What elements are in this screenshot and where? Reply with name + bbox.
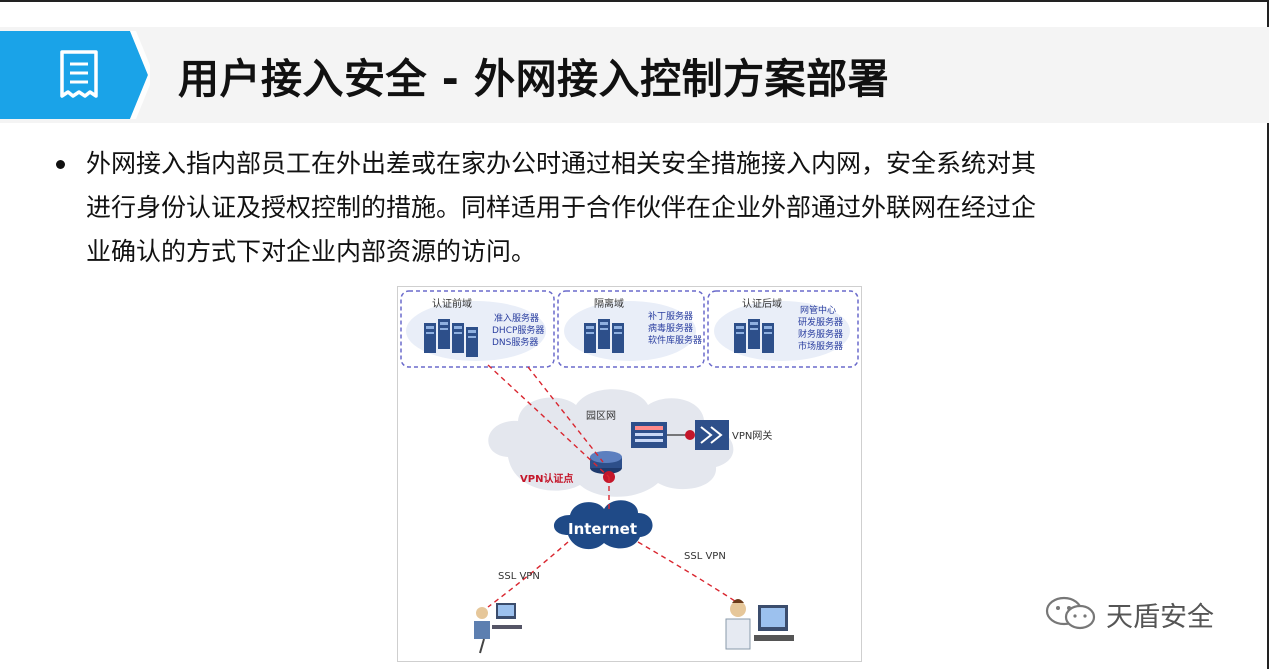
vpn-auth-label: VPN认证点 [520,472,573,485]
zone-label: 隔离域 [594,297,624,310]
watermark-label: 天盾安全 [1106,602,1214,633]
server-label: 财务服务器 [798,328,843,340]
campus-label: 园区网 [586,410,616,422]
server-label: 病毒服务器 [648,322,693,334]
paragraph-line: 进行身份认证及授权控制的措施。同样适用于合作伙伴在企业外部通过外联网在经过企 [86,193,1037,222]
server-label: 补丁服务器 [648,310,693,322]
header-accent-block [0,31,150,119]
remote-user-right-icon [725,599,794,650]
ssl-vpn-left-label: SSL VPN [498,571,540,582]
slide-header: 用户接入安全 - 外网接入控制方案部署 [0,27,1269,123]
paragraph-line: 业确认的方式下对企业内部资源的访问。 [86,237,537,266]
server-label: 研发服务器 [798,316,843,328]
campus-cloud: 园区网 [488,389,734,497]
watermark: 天盾安全 [1044,593,1244,633]
zone-label: 认证前域 [432,297,472,310]
paragraph-line: 外网接入指内部员工在外出差或在家办公时通过相关安全措施接入内网，安全系统对其 [86,149,1037,178]
server-label: DNS服务器 [492,336,538,348]
zone-isolation: 隔离域 补丁服务器 病毒服务器 软件库服务器 [557,290,705,368]
ssl-vpn-right-label: SSL VPN [684,551,726,562]
server-label: 网管中心 [800,304,836,316]
server-label: 软件库服务器 [648,334,702,346]
server-label: 准入服务器 [494,312,539,324]
firewall-icon [631,422,667,448]
vpn-gateway-label: VPN网关 [732,429,772,442]
server-label: DHCP服务器 [492,324,544,336]
vpn-connection-lines [487,364,739,608]
router-icon [590,451,622,474]
zone-post-auth: 认证后域 网管中心 研发服务器 财务服务器 市场服务器 [707,290,859,368]
body-paragraph: 外网接入指内部员工在外出差或在家办公时通过相关安全措施接入内网，安全系统对其 进… [86,142,1236,274]
page-title: 用户接入安全 - 外网接入控制方案部署 [178,55,890,103]
network-diagram: 认证前域 准入服务器 DHCP服务器 DNS服务器 隔离域 补丁服务器 病毒服务… [397,286,862,662]
remote-user-left-icon [474,603,522,654]
bullet-dot [52,160,70,178]
vpn-gateway-icon [695,420,729,450]
internet-cloud: Internet [553,500,653,550]
document-icon [60,50,98,98]
zone-label: 认证后域 [742,297,782,310]
zone-pre-auth: 认证前域 准入服务器 DHCP服务器 DNS服务器 [400,290,555,368]
server-label: 市场服务器 [798,340,843,352]
wechat-icon [1045,596,1096,630]
internet-label: Internet [568,520,637,538]
